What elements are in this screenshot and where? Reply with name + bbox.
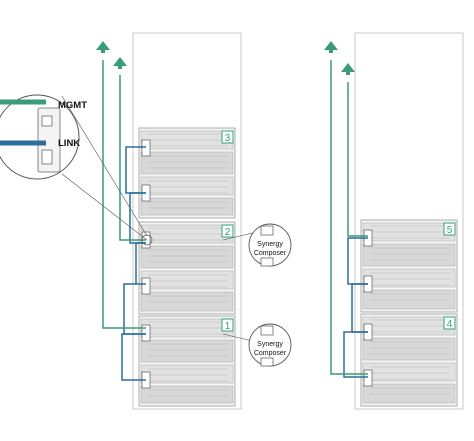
frame-4 <box>360 313 458 407</box>
management-cables <box>102 60 368 375</box>
composer-module-icon <box>260 325 274 336</box>
composer-label-upper-line1: Synergy <box>257 241 283 248</box>
composer-callout-upper <box>222 223 292 267</box>
composer-callout-lower <box>222 323 292 367</box>
mgmt-label: MGMT <box>58 100 87 111</box>
link-label: LINK <box>58 138 80 149</box>
frame-number-5: 5 <box>447 225 453 236</box>
composer-label-lower-line1: Synergy <box>257 341 283 348</box>
frame-number-3: 3 <box>225 133 231 144</box>
frame-number-1: 1 <box>225 321 231 332</box>
frame-number-2: 2 <box>225 227 231 238</box>
frame-number-badges <box>221 130 456 332</box>
arrow-dash-marks <box>100 54 351 81</box>
frame-number-4: 4 <box>447 319 453 330</box>
frame-1 <box>138 315 236 407</box>
arrow-up-icon <box>96 41 355 75</box>
composer-module-icon <box>260 225 274 236</box>
frame-3 <box>138 127 236 219</box>
composer-label-lower-line2: Composer <box>254 350 287 357</box>
link-cables <box>121 146 368 381</box>
magnifier-callout-icon <box>0 94 153 246</box>
frame-5 <box>360 219 458 313</box>
composer-label-upper-line2: Composer <box>254 250 287 257</box>
frame-2 <box>138 221 236 315</box>
